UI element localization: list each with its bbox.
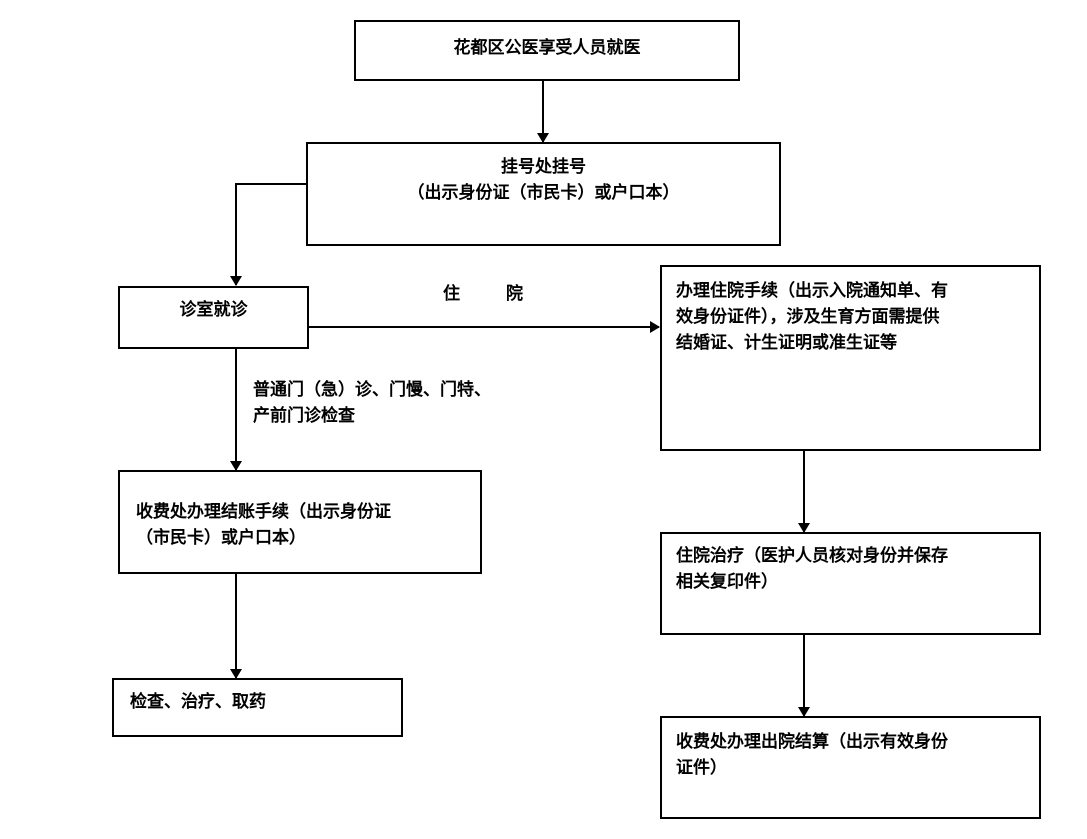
exam-treatment-text: 检查、治疗、取药 bbox=[130, 692, 266, 712]
outpatient-payment-box: 收费处办理结账手续（出示身份证 （市民卡）或户口本） bbox=[118, 470, 482, 574]
discharge-payment-line1: 收费处办理出院结算（出示有效身份 bbox=[676, 732, 948, 752]
inpatient-treatment-line2: 相关复印件） bbox=[676, 572, 778, 592]
start-text: 花都区公医享受人员就医 bbox=[453, 38, 641, 58]
registration-title: 挂号处挂号 bbox=[501, 157, 586, 177]
start-box: 花都区公医享受人员就医 bbox=[354, 20, 740, 81]
outpatient-payment-line1: 收费处办理结账手续（出示身份证 bbox=[136, 502, 391, 522]
registration-box: 挂号处挂号 （出示身份证（市民卡）或户口本） bbox=[306, 142, 781, 246]
edge-label-outpatient-line1: 普通门（急）诊、门慢、门特、 bbox=[253, 380, 491, 400]
clinic-box: 诊室就诊 bbox=[118, 286, 309, 349]
inpatient-admission-line3: 结婚证、计生证明或准生证等 bbox=[676, 333, 897, 353]
edge-label-hospitalization-char1: 住 bbox=[443, 284, 460, 304]
arrow-registration-to-clinic bbox=[230, 183, 306, 286]
edge-label-hospitalization-char2: 院 bbox=[506, 284, 523, 304]
inpatient-treatment-line1: 住院治疗（医护人员核对身份并保存 bbox=[676, 546, 948, 566]
outpatient-payment-line2: （市民卡）或户口本） bbox=[136, 528, 306, 548]
registration-note: （出示身份证（市民卡）或户口本） bbox=[407, 183, 680, 203]
exam-treatment-box: 检查、治疗、取药 bbox=[112, 678, 403, 737]
inpatient-admission-box: 办理住院手续（出示入院通知单、有 效身份证件），涉及生育方面需提供 结婚证、计生… bbox=[660, 265, 1041, 451]
inpatient-admission-line2: 效身份证件），涉及生育方面需提供 bbox=[676, 307, 940, 327]
discharge-payment-box: 收费处办理出院结算（出示有效身份 证件） bbox=[660, 716, 1041, 819]
edge-label-outpatient-line2: 产前门诊检查 bbox=[253, 406, 355, 426]
inpatient-treatment-box: 住院治疗（医护人员核对身份并保存 相关复印件） bbox=[660, 532, 1041, 635]
clinic-text: 诊室就诊 bbox=[179, 300, 248, 320]
inpatient-admission-line1: 办理住院手续（出示入院通知单、有 bbox=[676, 281, 948, 301]
discharge-payment-line2: 证件） bbox=[676, 758, 727, 778]
